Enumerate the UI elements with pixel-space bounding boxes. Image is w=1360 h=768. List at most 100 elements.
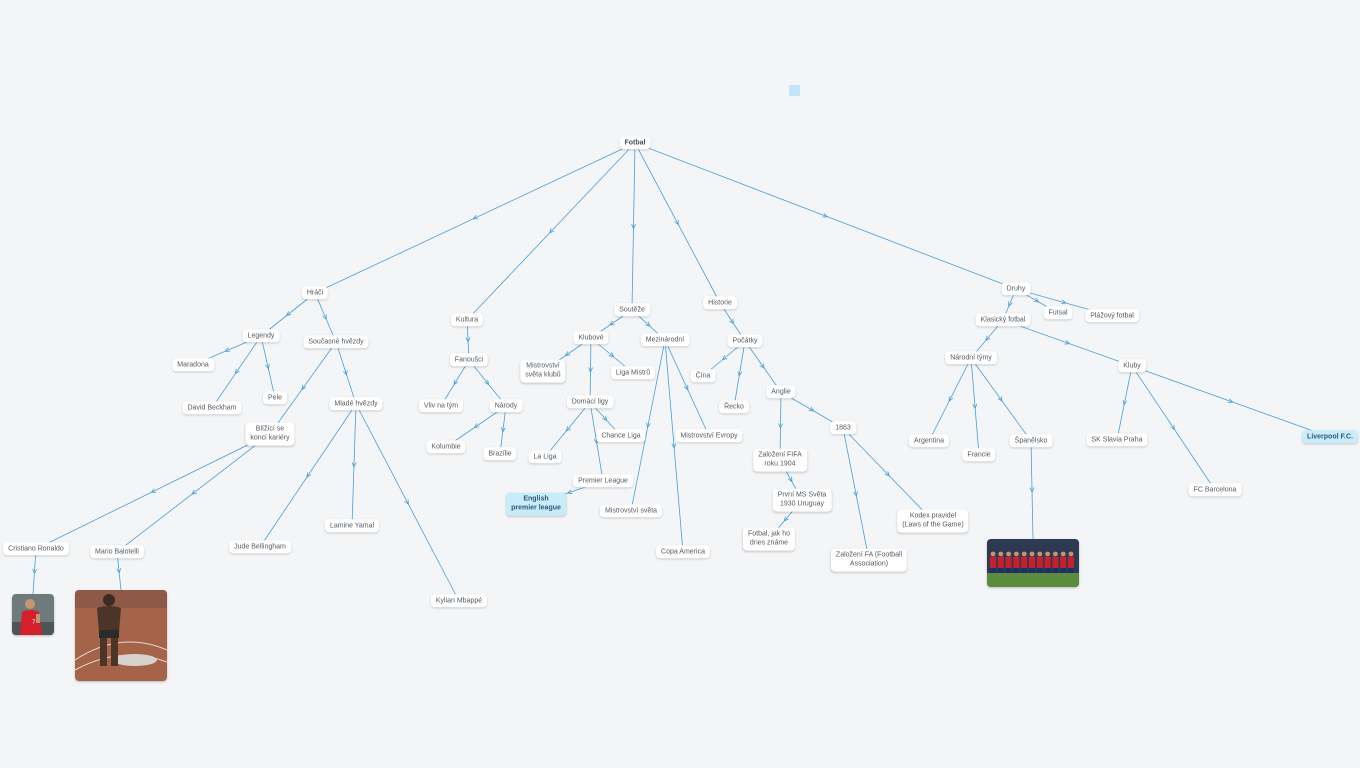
node-hraci[interactable]: Hráči <box>301 286 329 300</box>
node-spanelsko[interactable]: Španělsko <box>1009 434 1053 448</box>
node-recko[interactable]: Řecko <box>719 400 749 414</box>
edge-arrow-icon <box>588 367 593 373</box>
edge-arrow-icon <box>1227 398 1234 403</box>
node-narody[interactable]: Národy <box>489 399 523 413</box>
node-cina[interactable]: Čína <box>690 369 716 383</box>
node-domaci[interactable]: Domácí ligy <box>566 395 614 409</box>
node-pocatky[interactable]: Počátky <box>727 334 763 348</box>
node-brazilie[interactable]: Brazílie <box>483 447 517 461</box>
edge-blizici-ronaldo <box>35 433 271 550</box>
node-yamal[interactable]: Lamine Yamal <box>324 519 380 533</box>
node-maradona[interactable]: Maradona <box>172 358 214 372</box>
edge-arrow-icon <box>884 471 891 477</box>
node-r1863[interactable]: 1863 <box>830 421 856 435</box>
node-mbappe[interactable]: Kylian Mbappé <box>430 594 488 608</box>
node-ronaldo[interactable]: Cristiano Ronaldo <box>3 542 69 556</box>
edge-arrow-icon <box>285 311 292 317</box>
node-liga_mistru[interactable]: Liga Mistrů <box>610 366 656 380</box>
edge-arrow-icon <box>564 351 571 357</box>
edge-arrow-icon <box>116 568 122 574</box>
edge-arrow-icon <box>631 223 636 230</box>
edge-arrow-icon <box>1060 299 1067 305</box>
node-laliga[interactable]: La Liga <box>528 450 562 464</box>
edge-arrow-icon <box>721 355 728 361</box>
node-me[interactable]: Mistrovství Evropy <box>675 429 743 443</box>
edge-klasicky-kluby <box>1002 319 1133 367</box>
edge-narodni-argentina <box>928 357 972 442</box>
edge-arrow-icon <box>191 489 197 495</box>
node-chance[interactable]: Chance Liga <box>596 429 646 443</box>
node-klasicky[interactable]: Klasický fotbal <box>975 313 1031 327</box>
edge-fotbal-hraci <box>314 142 636 294</box>
edge-domaci-laliga <box>544 401 591 458</box>
balotelli-photo[interactable] <box>75 590 167 681</box>
edge-arrow-icon <box>224 347 231 352</box>
node-klubove[interactable]: Klubové <box>573 331 609 345</box>
node-soucasne[interactable]: Současné hvězdy <box>303 335 369 349</box>
node-beckham[interactable]: David Beckham <box>182 401 242 415</box>
edge-soucasne-mlade <box>335 341 357 405</box>
edge-blizici-balotelli <box>116 433 271 553</box>
node-kodex[interactable]: Kodex pravidel(Laws of the Game) <box>897 509 969 533</box>
node-liverpool[interactable]: Liverpool F.C. <box>1302 430 1358 444</box>
node-futsal[interactable]: Futsal <box>1043 306 1073 320</box>
edge-narodni-francie <box>970 357 980 456</box>
node-anglie[interactable]: Anglie <box>766 385 796 399</box>
edge-fotbal-druhy <box>634 142 1017 290</box>
node-narodni[interactable]: Národní týmy <box>945 351 997 365</box>
ronaldo-photo[interactable]: 7 <box>12 594 54 635</box>
node-ms_sveta[interactable]: Mistrovství světa <box>599 504 663 518</box>
node-fotbal[interactable]: Fotbal <box>619 136 651 150</box>
edge-ronaldo-photo_ronaldo <box>32 548 37 595</box>
edge-arrow-icon <box>972 403 978 410</box>
edge-arrow-icon <box>646 422 651 429</box>
edge-fanousci-vliv <box>440 359 470 407</box>
edge-hraci-soucasne <box>314 292 337 343</box>
node-slavia[interactable]: SK Slavia Praha <box>1086 433 1148 447</box>
edge-arrow-icon <box>671 443 677 449</box>
edge-arrow-icon <box>1064 339 1071 345</box>
node-legendy[interactable]: Legendy <box>242 329 280 343</box>
edge-arrow-icon <box>985 335 991 342</box>
node-mlade[interactable]: Mladé hvězdy <box>329 397 383 411</box>
node-argentina[interactable]: Argentina <box>909 434 949 448</box>
spain-team-photo[interactable] <box>987 539 1079 587</box>
node-balotelli[interactable]: Mario Balotelli <box>90 545 144 559</box>
node-premier[interactable]: Premier League <box>573 474 633 488</box>
edge-arrow-icon <box>1122 400 1128 406</box>
node-francie[interactable]: Francie <box>962 448 996 462</box>
node-kolumbie[interactable]: Kolumbie <box>426 440 466 454</box>
edge-pocatky-recko <box>733 340 746 408</box>
node-mezinarodni[interactable]: Mezinárodní <box>640 333 690 347</box>
node-plazovy[interactable]: Plážový fotbal <box>1085 309 1139 323</box>
node-bellingham[interactable]: Jude Bellingham <box>229 540 291 554</box>
edge-arrow-icon <box>737 371 743 377</box>
node-pele[interactable]: Pele <box>262 391 288 405</box>
node-barcelona[interactable]: FC Barcelona <box>1188 483 1242 497</box>
node-vliv[interactable]: Vliv na tým <box>418 399 464 413</box>
edge-arrow-icon <box>565 426 571 432</box>
node-kultura[interactable]: Kultura <box>450 313 484 327</box>
edge-r1863-kodex <box>842 427 934 522</box>
node-copa[interactable]: Copa America <box>656 545 710 559</box>
svg-text:7: 7 <box>32 620 36 626</box>
edge-arrow-icon <box>32 568 38 575</box>
node-souteze[interactable]: Soutěže <box>614 303 650 317</box>
edge-arrow-icon <box>322 314 327 321</box>
edge-arrow-icon <box>853 491 858 497</box>
edge-arrow-icon <box>1008 301 1013 308</box>
node-historie[interactable]: Historie <box>703 296 737 310</box>
edge-arrow-icon <box>150 488 157 493</box>
edge-kluby-liverpool <box>1131 365 1331 438</box>
node-fanousci[interactable]: Fanoušci <box>449 353 489 367</box>
node-druhy[interactable]: Druhy <box>1001 282 1031 296</box>
node-kluby[interactable]: Kluby <box>1118 359 1146 373</box>
